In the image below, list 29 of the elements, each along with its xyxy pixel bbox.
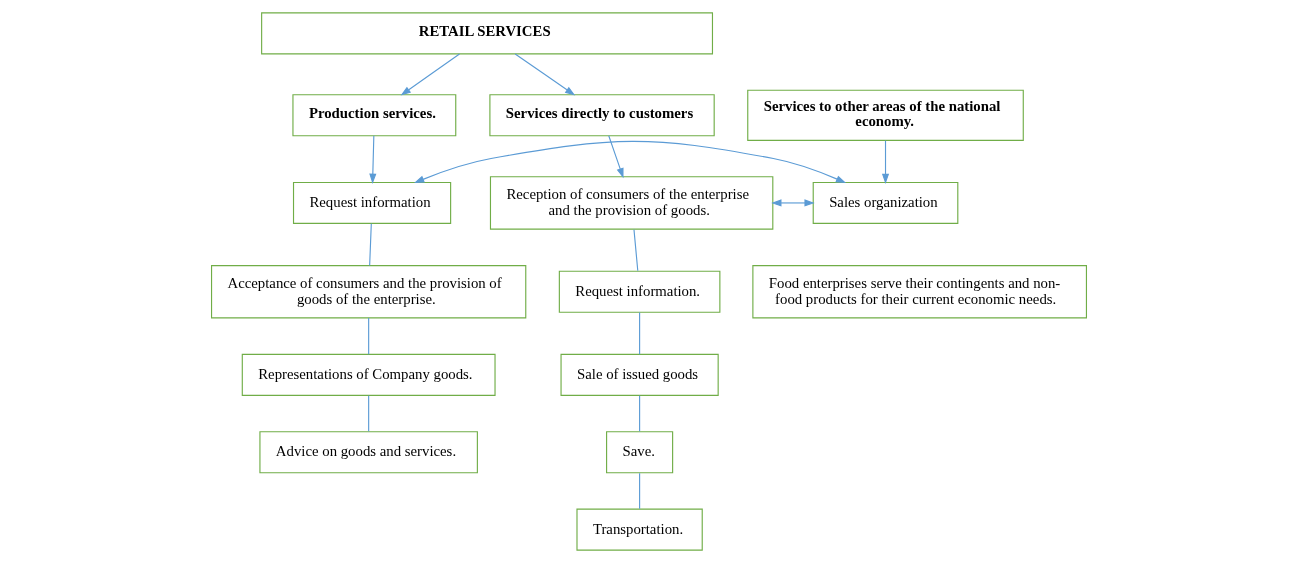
node-box: Representations of Company goods. [241, 353, 496, 396]
arrow [413, 140, 846, 184]
arrow [368, 135, 376, 184]
node-box: RETAIL SERVICES [260, 12, 713, 55]
node-box: Production services. [291, 94, 456, 137]
arrow [607, 135, 624, 179]
node-box: Request information. [558, 270, 720, 313]
node-box: Request information [292, 181, 451, 224]
node-box: Reception of consumers of the enterprise and the provision of goods. [489, 176, 773, 230]
connector [367, 317, 369, 355]
connector [368, 223, 372, 267]
node-box: Services directly to customers [488, 94, 715, 137]
node-box: Save. [605, 431, 673, 474]
connector [638, 472, 640, 510]
node-box: Sale of issued goods [560, 353, 719, 396]
node-box: Food enterprises serve their contingents and non-food products for their current economic needs. [751, 265, 1087, 319]
connector [638, 395, 640, 432]
node-box: Acceptance of consumers and the provision of goods of the enterprise. [210, 265, 526, 319]
node-box: Sales organization [812, 181, 958, 224]
node-box: Transportation. [575, 508, 703, 551]
connector [632, 229, 638, 272]
arrow [400, 53, 460, 96]
connector [638, 311, 640, 355]
node-box: Advice on goods and services. [258, 431, 478, 474]
arrow [881, 140, 889, 185]
connector [367, 395, 369, 432]
node-box: Services to other areas of the national economy. [746, 89, 1024, 141]
arrow [770, 199, 815, 207]
arrow [514, 53, 575, 96]
